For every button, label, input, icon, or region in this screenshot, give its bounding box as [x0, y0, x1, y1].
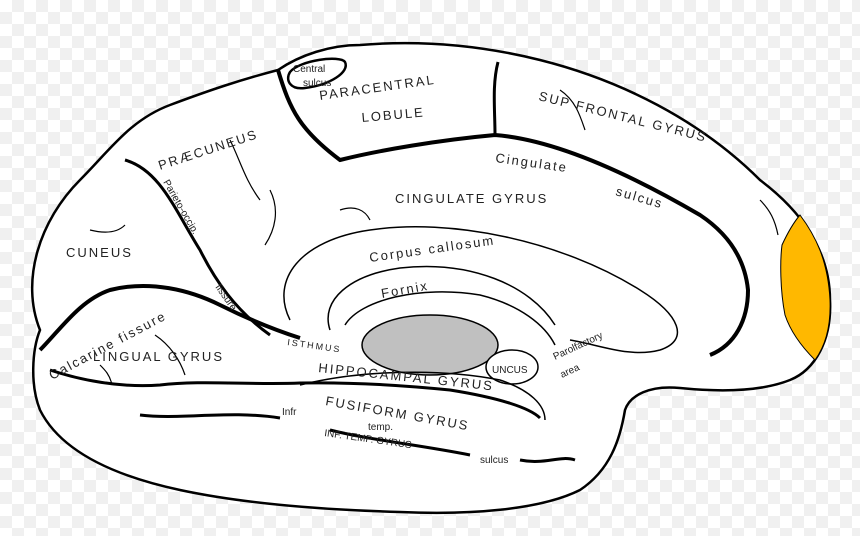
- label-central-sulcus-2: sulcus: [303, 78, 331, 89]
- minor-sulci: [89, 89, 779, 386]
- brain-outline: [30, 41, 832, 515]
- hippocampal-sulcus-line: [299, 371, 546, 421]
- central-sulcus-outline: [286, 57, 347, 90]
- highlighted-region: [780, 214, 831, 361]
- label-sulcus: sulcus: [480, 455, 508, 466]
- fornix-outline: [344, 291, 556, 346]
- label-cingulate-gyrus: CINGULATE GYRUS: [395, 191, 548, 206]
- label-uncus: UNCUS: [492, 365, 528, 376]
- calcarine-fissure-line: [38, 283, 301, 352]
- cingulate-sulcus-line: [276, 69, 751, 357]
- label-temp: temp.: [368, 422, 393, 433]
- corpus-callosum-inner: [327, 265, 556, 331]
- inferior-temporal-sulcus-line: [139, 413, 576, 463]
- label-lingual-gyrus: LINGUAL GYRUS: [93, 349, 224, 364]
- label-central-sulcus: Central: [293, 64, 325, 75]
- label-cuneus: CUNEUS: [66, 245, 133, 260]
- paracentral-sulcus-line: [492, 61, 500, 136]
- parieto-occipital-fissure-line: [124, 158, 271, 337]
- label-lobule: LOBULE: [361, 105, 425, 125]
- label-infr: Infr: [282, 407, 297, 418]
- corpus-callosum-outline: [283, 226, 679, 354]
- thalamus-region: [361, 314, 499, 376]
- collateral-sulcus-line: [49, 368, 542, 420]
